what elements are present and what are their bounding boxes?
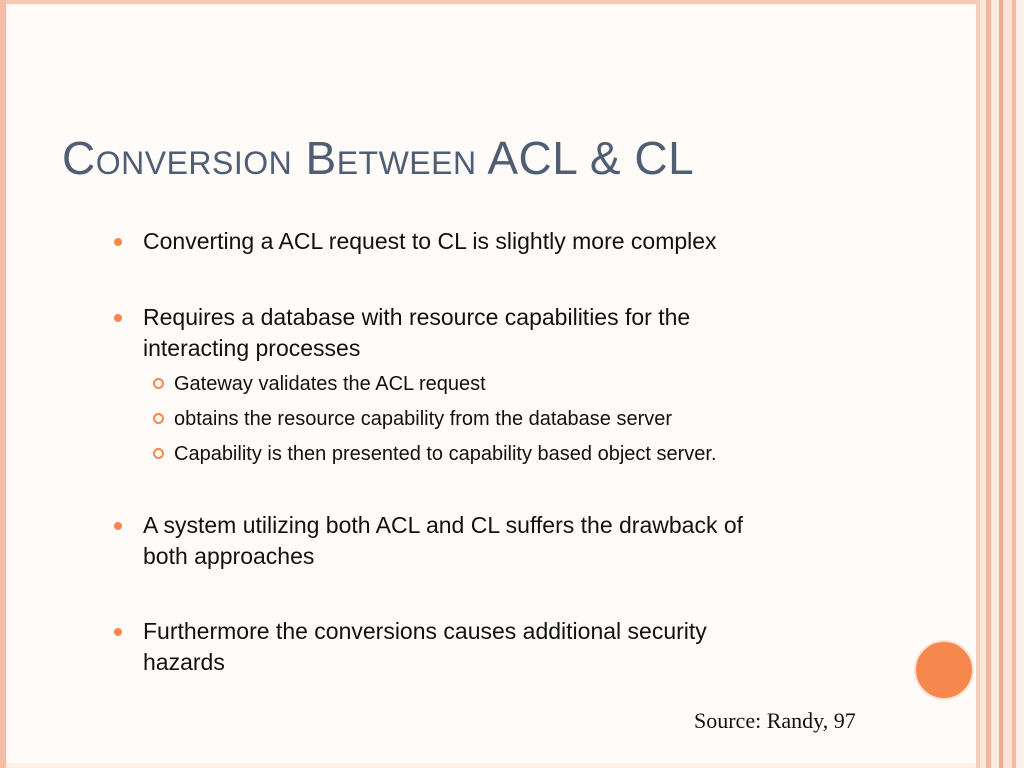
sub-bullet-marker-icon <box>153 413 164 424</box>
decorative-stripe <box>1003 0 1012 768</box>
decorative-stripe <box>999 0 1003 768</box>
decorative-stripe-band <box>976 0 1024 768</box>
source-citation: Source: Randy, 97 <box>694 708 856 733</box>
bullet-item-line: hazards <box>143 649 225 675</box>
decorative-stripe <box>980 0 986 768</box>
sub-bullet-marker-icon <box>153 448 164 459</box>
slide-content-area <box>7 5 976 763</box>
bullet-item-line: A system utilizing both ACL and CL suffe… <box>143 512 744 538</box>
bullet-marker-icon <box>114 628 122 636</box>
bullet-marker-icon <box>114 522 122 530</box>
bullet-item-line: both approaches <box>143 543 315 569</box>
decorative-stripe <box>976 0 980 768</box>
bullet-marker-icon <box>114 314 122 322</box>
bullet-marker-icon <box>114 238 122 246</box>
bullet-item-line: Requires a database with resource capabi… <box>143 304 691 330</box>
decorative-stripe <box>1016 0 1024 768</box>
frame-edge-left <box>0 0 6 768</box>
decorative-stripe <box>991 0 999 768</box>
sub-bullet-marker-icon <box>153 378 164 389</box>
frame-edge-top <box>0 0 1024 4</box>
bullet-item-line: Furthermore the conversions causes addit… <box>143 618 707 644</box>
bullet-item-line: interacting processes <box>143 335 361 361</box>
sub-bullet-item: obtains the resource capability from the… <box>174 408 673 430</box>
bullet-item: Converting a ACL request to CL is slight… <box>143 228 717 254</box>
sub-bullet-item: Capability is then presented to capabili… <box>174 443 717 465</box>
sub-bullet-item: Gateway validates the ACL request <box>174 373 486 395</box>
decorative-stripe <box>1012 0 1016 768</box>
accent-circle-icon <box>914 640 974 700</box>
decorative-stripe <box>986 0 991 768</box>
slide-title: Conversion Between ACL & CL <box>62 132 695 184</box>
